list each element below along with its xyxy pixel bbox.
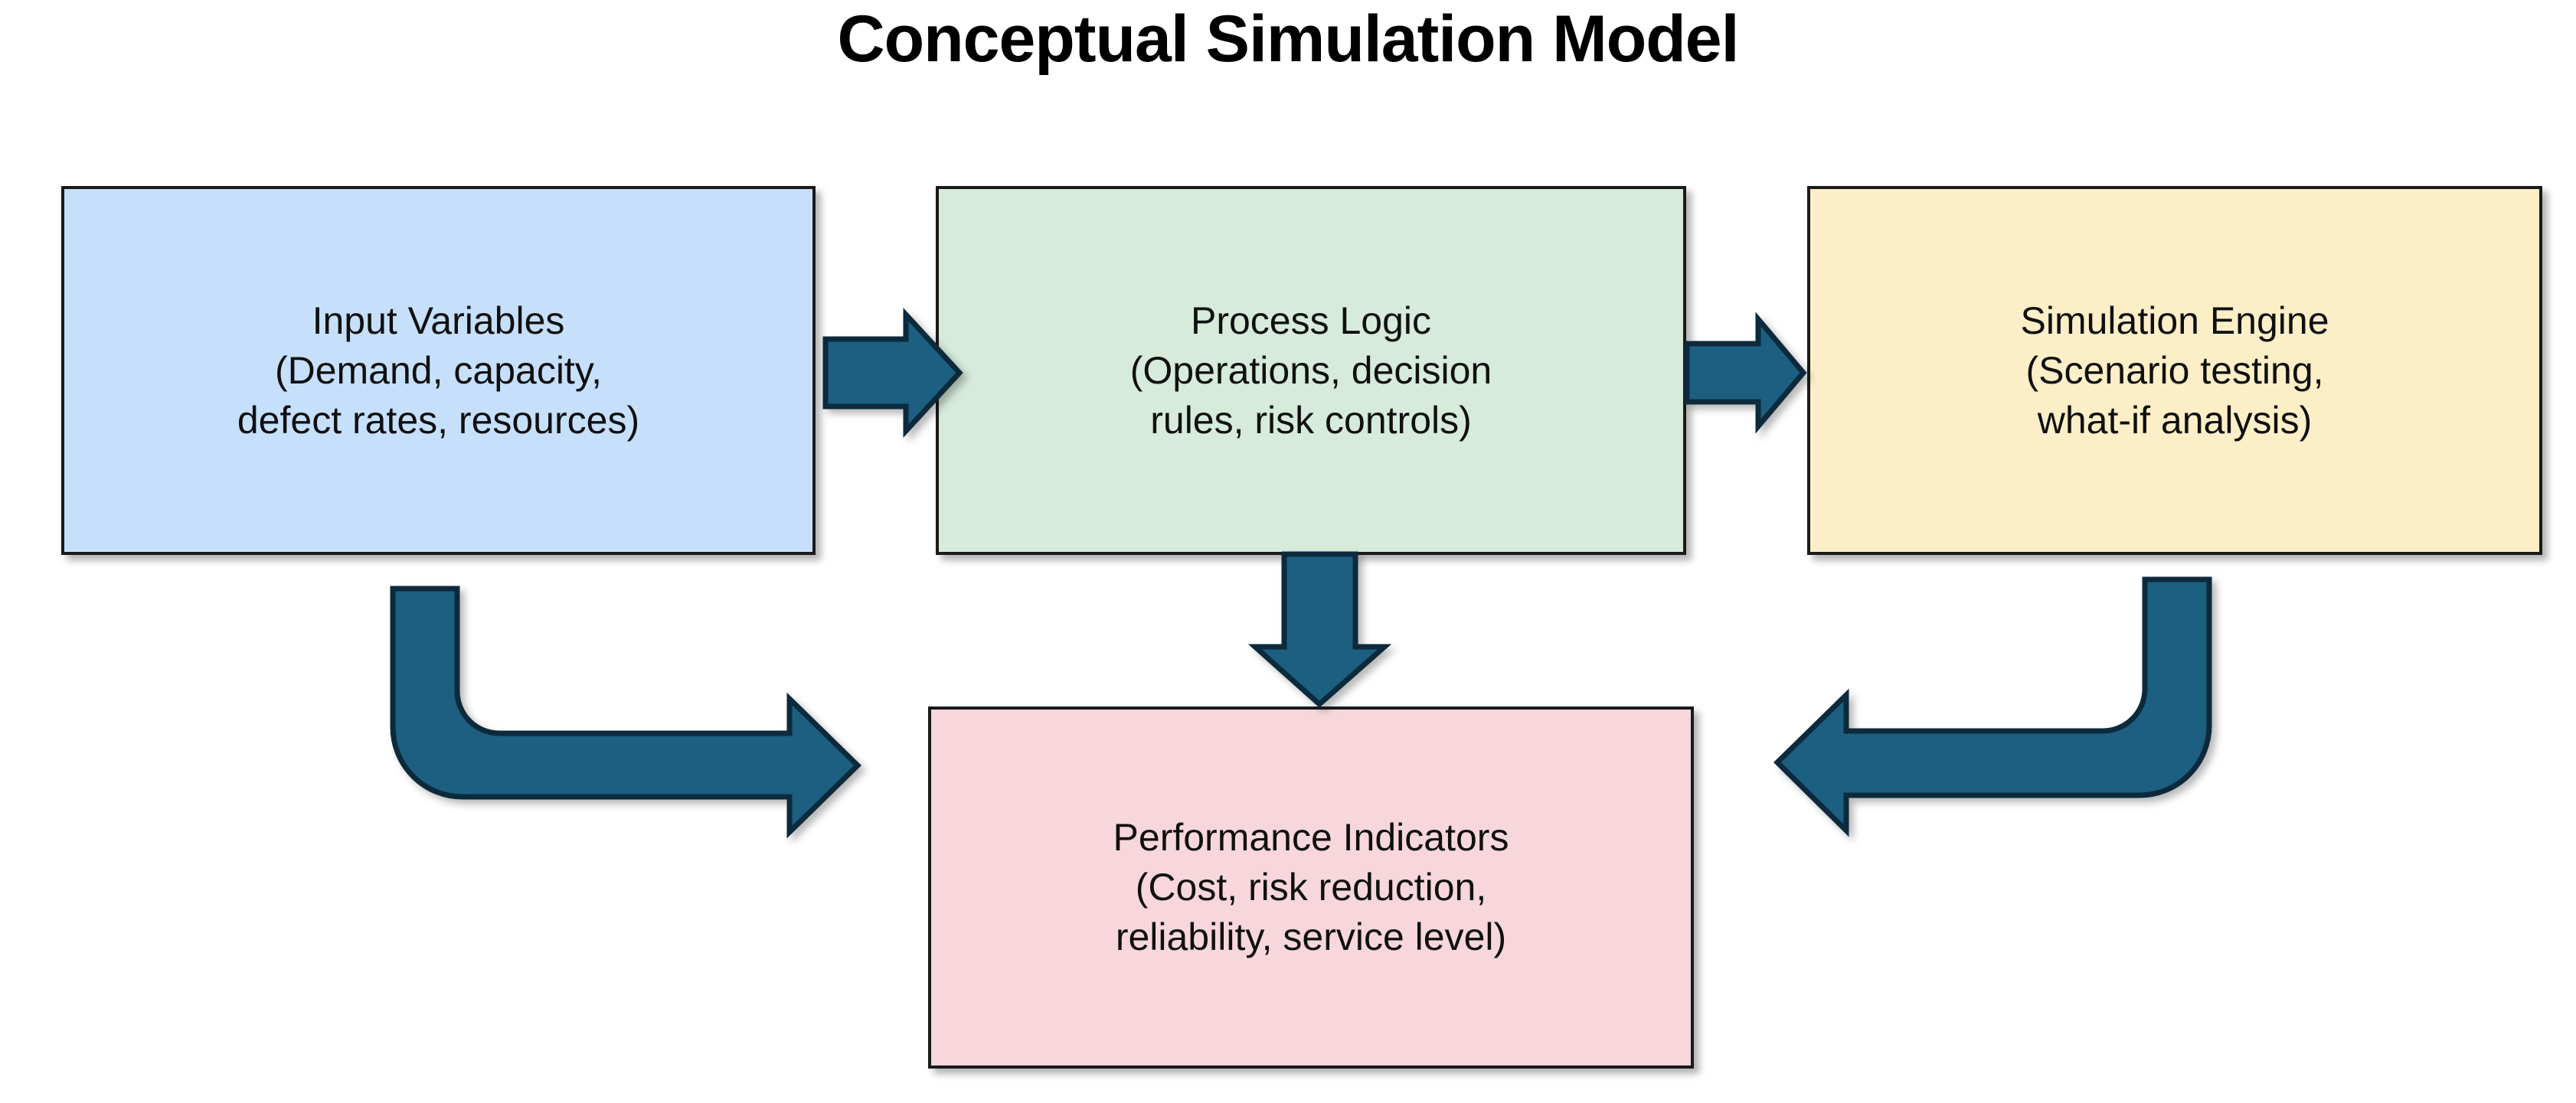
node-input-variables[interactable]: Input Variables (Demand, capacity, defec…	[61, 186, 816, 555]
node-process-logic[interactable]: Process Logic (Operations, decision rule…	[936, 186, 1686, 555]
connector-process-to-kpi-arrow-icon	[1247, 551, 1392, 708]
node-simulation-engine[interactable]: Simulation Engine (Scenario testing, wha…	[1807, 186, 2542, 555]
connector-engine-to-kpi-elbow-arrow-icon	[1773, 576, 2212, 837]
connector-input-to-kpi-elbow-arrow-icon	[390, 586, 862, 839]
node-performance-indicators[interactable]: Performance Indicators (Cost, risk reduc…	[928, 707, 1694, 1069]
node-performance-indicators-label: Performance Indicators (Cost, risk reduc…	[1113, 816, 1509, 958]
node-simulation-engine-label: Simulation Engine (Scenario testing, wha…	[2020, 299, 2329, 442]
connector-process-to-engine-arrow-icon	[1684, 312, 1807, 434]
node-process-logic-label: Process Logic (Operations, decision rule…	[1129, 299, 1492, 442]
page-title: Conceptual Simulation Model	[837, 2, 1739, 76]
node-input-variables-label: Input Variables (Demand, capacity, defec…	[237, 299, 640, 442]
